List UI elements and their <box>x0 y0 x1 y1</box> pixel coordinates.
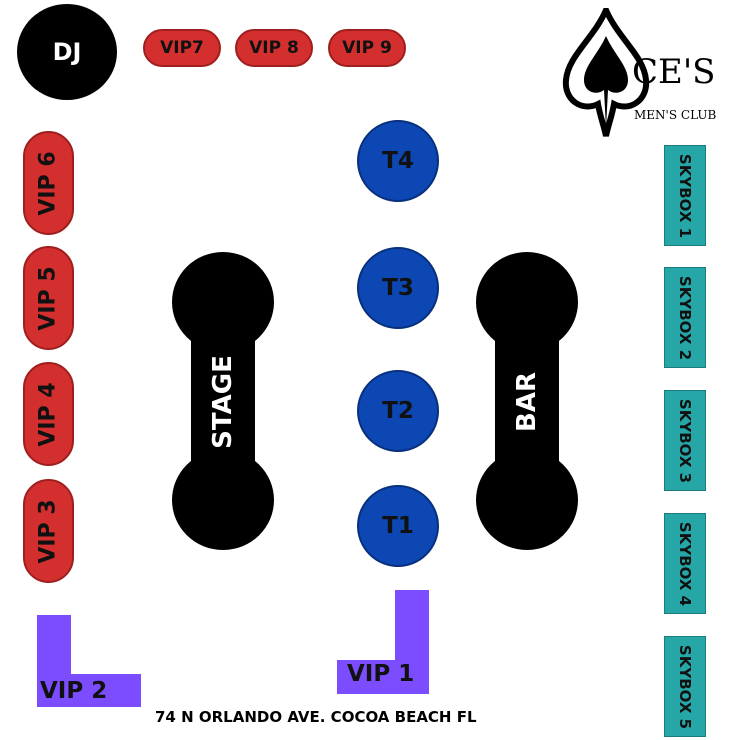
vip-3-label: VIP 3 <box>36 498 61 564</box>
vip-1-label: VIP 1 <box>347 661 415 687</box>
stage[interactable]: STAGE <box>172 252 276 552</box>
vip-7-label: VIP7 <box>160 38 204 58</box>
skybox-2-label: SKYBOX 2 <box>676 275 695 360</box>
vip-3[interactable]: VIP 3 <box>23 479 74 583</box>
vip-6[interactable]: VIP 6 <box>23 131 74 235</box>
vip-6-label: VIP 6 <box>36 150 61 216</box>
bar-label: BAR <box>512 372 542 432</box>
skybox-1[interactable]: SKYBOX 1 <box>664 145 706 246</box>
table-t2[interactable]: T2 <box>357 370 439 452</box>
table-t3[interactable]: T3 <box>357 247 439 329</box>
vip-4[interactable]: VIP 4 <box>23 362 74 466</box>
table-t1-label: T1 <box>382 513 414 539</box>
skybox-4-label: SKYBOX 4 <box>676 521 695 606</box>
vip-4-label: VIP 4 <box>36 381 61 447</box>
vip-5-label: VIP 5 <box>36 265 61 331</box>
bar[interactable]: BAR <box>476 252 580 552</box>
skybox-5-label: SKYBOX 5 <box>676 644 695 729</box>
skybox-3[interactable]: SKYBOX 3 <box>664 390 706 491</box>
vip-9[interactable]: VIP 9 <box>328 29 406 67</box>
dj-booth: DJ <box>17 4 117 100</box>
vip-1[interactable]: VIP 1 <box>337 590 431 696</box>
vip-2[interactable]: VIP 2 <box>37 615 143 709</box>
vip-2-horizontal-section <box>37 674 141 707</box>
dj-label: DJ <box>52 38 82 66</box>
table-t1[interactable]: T1 <box>357 485 439 567</box>
table-t4-label: T4 <box>382 148 414 174</box>
stage-label: STAGE <box>207 355 238 449</box>
club-logo: CE'S MEN'S CLUB <box>558 2 718 138</box>
logo-text: CE'S <box>632 52 716 92</box>
skybox-5[interactable]: SKYBOX 5 <box>664 636 706 737</box>
bar-bottom-end <box>476 450 578 550</box>
vip-1-horizontal-section <box>337 660 429 694</box>
venue-address: 74 N ORLANDO AVE. COCOA BEACH FL <box>155 708 477 726</box>
table-t3-label: T3 <box>382 275 414 301</box>
vip-8[interactable]: VIP 8 <box>235 29 313 67</box>
vip-2-label: VIP 2 <box>40 678 108 704</box>
vip-7[interactable]: VIP7 <box>143 29 221 67</box>
vip-8-label: VIP 8 <box>249 38 299 58</box>
table-t4[interactable]: T4 <box>357 120 439 202</box>
table-t2-label: T2 <box>382 398 414 424</box>
vip-9-label: VIP 9 <box>342 38 392 58</box>
logo-subtitle: MEN'S CLUB <box>634 108 717 122</box>
skybox-2[interactable]: SKYBOX 2 <box>664 267 706 368</box>
stage-bottom-end <box>172 450 274 550</box>
skybox-4[interactable]: SKYBOX 4 <box>664 513 706 614</box>
spade-logo-icon <box>562 2 650 137</box>
skybox-1-label: SKYBOX 1 <box>676 153 695 238</box>
vip-5[interactable]: VIP 5 <box>23 246 74 350</box>
skybox-3-label: SKYBOX 3 <box>676 398 695 483</box>
